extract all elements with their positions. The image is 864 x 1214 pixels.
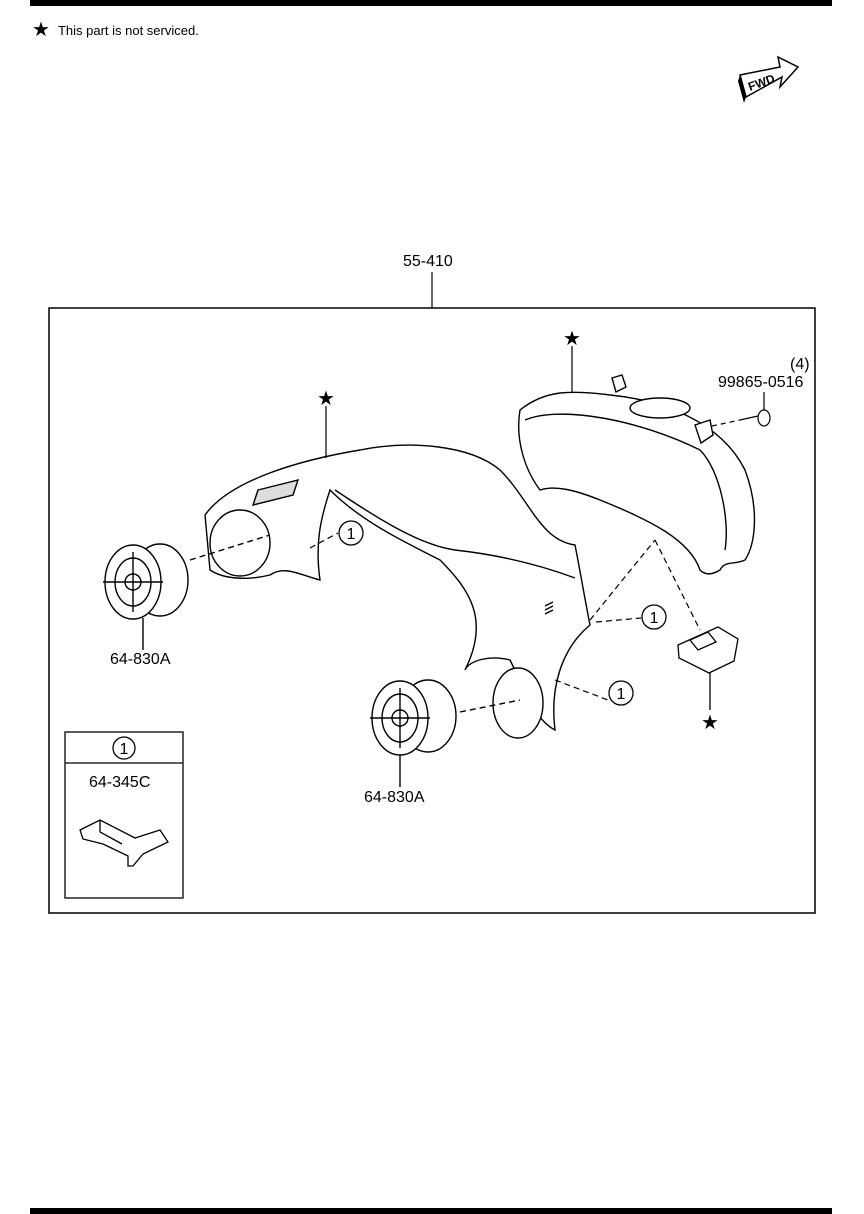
clip-inset (64, 731, 184, 899)
label-clip: 64-345C (89, 774, 151, 791)
star-icon: ★ (32, 19, 50, 41)
assembly-frame (48, 307, 816, 914)
callout-a-text: 1 (347, 526, 356, 543)
callout-c-text: 1 (617, 686, 626, 703)
bracket (677, 626, 739, 710)
star-icon-bracket: ★ (701, 710, 719, 734)
callout-circles (338, 520, 667, 706)
bottom-rule (30, 1208, 832, 1214)
screw (711, 392, 771, 427)
star-icon-hood: ★ (563, 326, 581, 350)
callout-b-text: 1 (650, 610, 659, 627)
callout-b (641, 604, 667, 630)
callout-a (338, 520, 364, 546)
callout-c (608, 680, 634, 706)
meter-hood (518, 374, 756, 575)
vent-left (103, 534, 271, 650)
star-leaders (325, 346, 573, 458)
label-vent-left: 64-830A (110, 651, 171, 668)
dashboard-panel (204, 444, 591, 739)
label-qty: (4) (790, 356, 810, 373)
clip-callout-text: 1 (120, 741, 129, 758)
label-screw: 99865-0516 (718, 374, 804, 391)
fwd-arrow-icon: FWD (738, 55, 800, 103)
legend-text: This part is not serviced. (57, 22, 199, 38)
callout-leaders (309, 532, 701, 701)
legend: ★ This part is not serviced. (32, 20, 199, 40)
label-assembly: 55-410 (403, 253, 453, 270)
label-vent-center: 64-830A (364, 789, 425, 806)
top-rule (30, 0, 832, 6)
vent-center (370, 679, 521, 787)
star-icon-dash: ★ (317, 386, 335, 410)
